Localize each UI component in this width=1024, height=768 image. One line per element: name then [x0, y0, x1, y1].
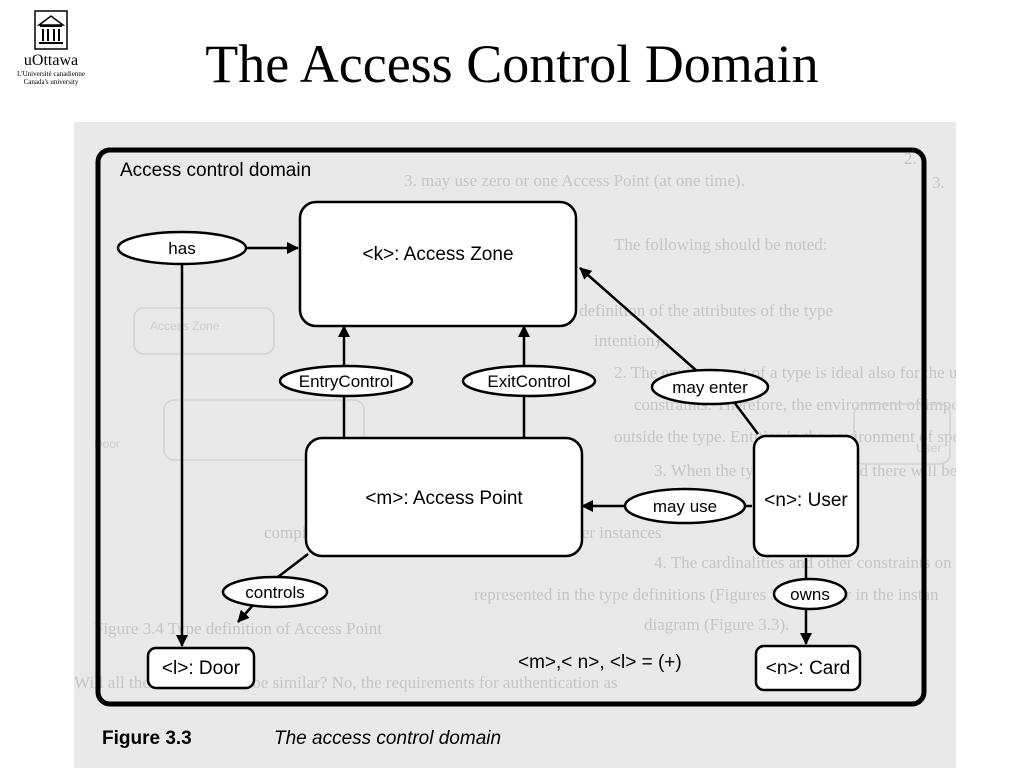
door-node: [146, 646, 256, 690]
has-label: has: [168, 239, 195, 258]
bg-text-line: 2.: [904, 149, 917, 168]
building-icon: [34, 10, 68, 50]
user-to-may-enter-line: [733, 401, 759, 435]
bg-text-line: diagram (Figure 3.3).: [644, 615, 789, 634]
university-logo: uOttawa L'Université canadienne Canada's…: [8, 10, 94, 86]
connectors: [176, 242, 812, 647]
bg-text-line: intention).: [594, 331, 664, 350]
may-enter-label: may enter: [672, 378, 748, 397]
logo-tagline-en: Canada's university: [23, 78, 79, 86]
bg-text-line: User: [916, 441, 941, 455]
controls-label: controls: [245, 583, 305, 602]
access-point-label: <m>: Access Point: [365, 488, 523, 509]
access-zone-node: [298, 200, 578, 328]
may-enter-relation: [650, 368, 770, 406]
logo-tagline-fr: L'Université canadienne: [17, 70, 85, 78]
may-enter-to-zone-arrow: [579, 267, 699, 373]
point-to-controls-line: [273, 553, 309, 581]
exit-control-relation: [461, 364, 597, 398]
access-point-node: [304, 436, 584, 558]
owns-relation: [772, 577, 848, 611]
domain-frame: [95, 147, 927, 707]
card-node: [754, 644, 862, 692]
entry-control-relation: [278, 364, 414, 398]
has-relation: [116, 230, 248, 266]
card-label: <n>: Card: [766, 658, 851, 679]
user-node: [752, 434, 860, 558]
bg-text-line: The following should be noted:: [614, 235, 827, 254]
controls-relation: [221, 575, 329, 609]
bg-text-line: 3. may use zero or one Access Point (at …: [404, 171, 745, 190]
access-control-diagram: 2. 3. 3. may use zero or one Access Poin…: [74, 147, 956, 749]
bg-box-shape: [163, 399, 365, 461]
may-use-label: may use: [653, 497, 717, 516]
bg-text-line: represented in the type definitions (Fig…: [474, 585, 939, 604]
cardinality-note: <m>,< n>, <l> = (+): [518, 652, 682, 673]
user-label: <n>: User: [764, 490, 848, 511]
bg-text-line: 3.: [932, 173, 945, 192]
door-label: <l>: Door: [162, 658, 241, 679]
may-use-relation: [623, 487, 747, 525]
owns-label: owns: [790, 585, 830, 604]
domain-label: Access control domain: [120, 160, 311, 181]
figure-number: Figure 3.3: [102, 728, 192, 749]
logo-wordmark: uOttawa: [23, 52, 79, 69]
bg-text-line: Figure 3.4 Type definition of Access Poi…: [94, 619, 382, 638]
scanned-figure: 2. 3. 3. may use zero or one Access Poin…: [74, 122, 956, 768]
bg-box-shape: [853, 403, 951, 465]
bg-text-line: Door: [94, 437, 120, 451]
slide-title: The Access Control Domain: [205, 34, 819, 94]
entry-control-label: EntryControl: [299, 372, 393, 391]
bg-box-shape: [133, 307, 275, 355]
controls-to-door-arrow: [237, 603, 255, 623]
access-zone-label: <k>: Access Zone: [362, 244, 513, 265]
exit-control-label: ExitControl: [487, 372, 570, 391]
bg-text-line: Access Zone: [150, 319, 220, 333]
figure-caption: The access control domain: [274, 728, 501, 749]
